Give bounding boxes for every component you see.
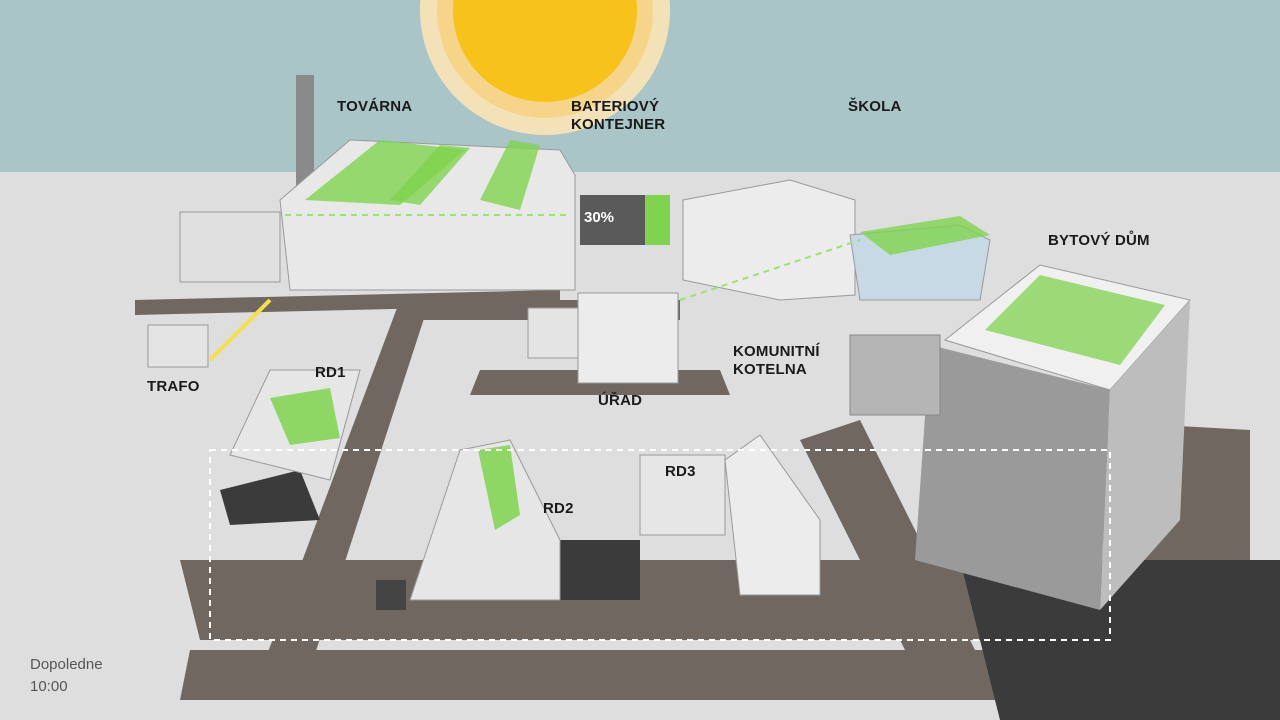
label-boiler-line2: KOTELNA	[733, 361, 807, 378]
battery-charge-text: 30%	[584, 209, 615, 226]
label-rd2: RD2	[543, 500, 574, 517]
label-boiler-house: KOMUNITNÍ KOTELNA	[733, 343, 820, 379]
school-building	[682, 179, 991, 301]
time-display: Dopoledne 10:00	[30, 654, 103, 698]
label-boiler-line1: KOMUNITNÍ	[733, 343, 820, 360]
label-school: ŠKOLA	[848, 98, 902, 115]
label-apartment: BYTOVÝ DŮM	[1048, 232, 1150, 249]
energy-flow-arrows	[208, 214, 1111, 641]
battery-container	[580, 195, 670, 245]
label-rd1: RD1	[315, 364, 346, 381]
label-battery-container: BATERIOVÝ KONTEJNER	[571, 98, 665, 134]
house-rd2	[376, 439, 561, 610]
label-battery-line2: KONTEJNER	[571, 116, 666, 133]
house-rd1	[229, 369, 361, 481]
office-building	[527, 292, 679, 384]
apartment-building	[915, 264, 1191, 610]
label-battery-line1: BATERIOVÝ	[571, 98, 660, 115]
trafo-box	[147, 324, 209, 368]
time-clock: 10:00	[30, 678, 68, 695]
sun	[420, 0, 670, 135]
label-trafo: TRAFO	[147, 378, 200, 395]
label-office: ÚŘAD	[598, 392, 643, 409]
factory-building	[179, 75, 576, 291]
house-rd3	[639, 434, 821, 596]
label-factory: TOVÁRNA	[337, 98, 413, 115]
boiler-house	[849, 334, 941, 416]
label-rd3: RD3	[665, 463, 696, 480]
time-period: Dopoledne	[30, 656, 103, 673]
